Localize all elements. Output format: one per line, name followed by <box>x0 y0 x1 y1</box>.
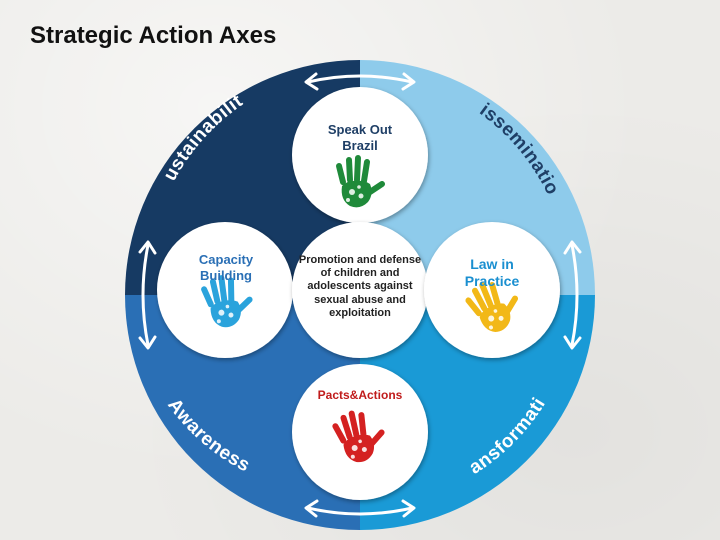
red-hand-icon <box>332 410 385 463</box>
green-hand-icon <box>336 155 385 208</box>
node-label-left: Capacity Building <box>198 252 254 283</box>
blue-hand-icon <box>201 275 253 328</box>
node-label-top: Speak Out Brazil <box>327 122 393 153</box>
node-circle-top <box>292 87 428 223</box>
yellow-hand-icon <box>465 281 519 333</box>
quadrant-awareness <box>125 295 360 530</box>
bottom-double-arrow <box>304 499 416 518</box>
right-double-arrow <box>563 240 582 350</box>
node-circle-center <box>292 222 428 358</box>
page-title: Strategic Action Axes <box>30 22 277 49</box>
quadrant-dissemination <box>360 60 595 295</box>
node-label-center: Promotion and defense of children and ad… <box>298 254 422 319</box>
quadrant-transformation <box>360 295 595 530</box>
left-double-arrow <box>138 240 157 350</box>
top-double-arrow <box>304 72 416 91</box>
node-label-bottom: Pacts&Actions <box>317 388 403 402</box>
node-label-right: Law in Practice <box>464 256 520 289</box>
node-circle-bottom <box>292 364 428 500</box>
